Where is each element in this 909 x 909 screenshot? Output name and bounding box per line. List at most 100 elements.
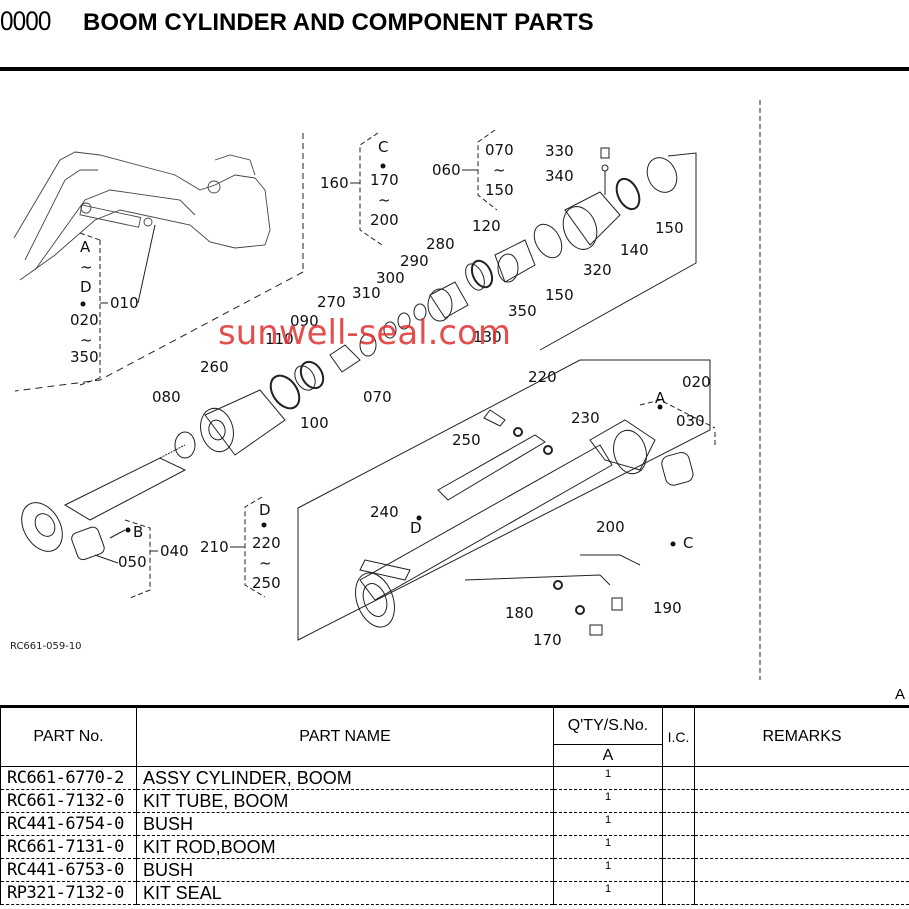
tilde-mark: ~ <box>378 191 391 209</box>
callout-280: 280 <box>426 235 455 253</box>
callout-070: 070 <box>363 388 392 406</box>
ref-letter-a: A <box>655 389 666 407</box>
part-ic <box>662 835 695 859</box>
header-ic: I.C. <box>662 705 695 767</box>
callout-190: 190 <box>653 599 682 617</box>
table-row[interactable]: RC441-6754-0 BUSH 1 <box>0 812 909 836</box>
rod-cover-illustration <box>200 389 286 456</box>
part-number: RC661-7131-0 <box>0 835 137 859</box>
tilde-mark: ~ <box>493 161 506 179</box>
part-name: BUSH <box>136 858 554 882</box>
part-name: KIT ROD,BOOM <box>136 835 554 859</box>
part-number: RC661-7132-0 <box>0 789 137 813</box>
part-quantity: 1 <box>553 812 663 836</box>
callout-290: 290 <box>400 252 429 270</box>
tilde-mark: ~ <box>259 554 272 572</box>
callout-130: 130 <box>473 328 502 346</box>
callout-120: 120 <box>472 217 501 235</box>
callout-150: 150 <box>545 286 574 304</box>
part-remarks <box>694 881 909 905</box>
callout-080: 080 <box>152 388 181 406</box>
table-row[interactable]: RC661-6770-2 ASSY CYLINDER, BOOM 1 <box>0 766 909 790</box>
callout-090: 090 <box>290 312 319 330</box>
ref-letter-c: C <box>683 534 693 552</box>
part-remarks <box>694 766 909 790</box>
part-name: ASSY CYLINDER, BOOM <box>136 766 554 790</box>
callout-270: 270 <box>317 293 346 311</box>
part-number: RC441-6754-0 <box>0 812 137 836</box>
callout-200: 200 <box>596 518 625 536</box>
header-part-no: PART No. <box>0 705 137 767</box>
part-quantity: 1 <box>553 789 663 813</box>
callout-170: 170 <box>533 631 562 649</box>
page-marker: A <box>895 686 906 703</box>
callout-050: 050 <box>118 553 147 571</box>
callout-250: 250 <box>252 574 281 592</box>
callout-210: 210 <box>200 538 229 556</box>
callout-310: 310 <box>352 284 381 302</box>
part-remarks <box>694 835 909 859</box>
part-ic <box>662 812 695 836</box>
callout-340: 340 <box>545 167 574 185</box>
table-row[interactable]: RC661-7131-0 KIT ROD,BOOM 1 <box>0 835 909 859</box>
diagram-drawing: 010 A ~ D 020 ~ 350 160 C 170 ~ 200 060 … <box>13 100 761 680</box>
page-title: BOOM CYLINDER AND COMPONENT PARTS <box>83 9 594 36</box>
table-row[interactable]: RC441-6753-0 BUSH 1 <box>0 858 909 882</box>
callout-030: 030 <box>676 412 705 430</box>
part-remarks <box>694 789 909 813</box>
part-quantity: 1 <box>553 766 663 790</box>
section-code: 0000 <box>0 6 51 36</box>
part-ic <box>662 858 695 882</box>
header-divider <box>0 67 909 71</box>
callout-010: 010 <box>110 294 139 312</box>
part-number: RC661-6770-2 <box>0 766 137 790</box>
part-ic <box>662 789 695 813</box>
callout-200: 200 <box>370 211 399 229</box>
callout-250: 250 <box>452 431 481 449</box>
boom-illustration <box>13 151 271 281</box>
ref-letter-d: D <box>259 501 271 519</box>
callout-240: 240 <box>370 503 399 521</box>
ref-letter-d: D <box>410 519 422 537</box>
table-row[interactable]: RC661-7132-0 KIT TUBE, BOOM 1 <box>0 789 909 813</box>
header-part-name: PART NAME <box>136 705 554 767</box>
piston-rod-illustration <box>21 431 196 561</box>
part-ic <box>662 881 695 905</box>
watermark-text: sunwell-seal.com <box>218 313 512 353</box>
callout-040: 040 <box>160 542 189 560</box>
part-number: RC441-6753-0 <box>0 858 137 882</box>
callout-180: 180 <box>505 604 534 622</box>
callout-230: 230 <box>571 409 600 427</box>
exploded-parts-diagram: 010 A ~ D 020 ~ 350 160 C 170 ~ 200 060 … <box>0 80 909 680</box>
callout-300: 300 <box>376 269 405 287</box>
ref-letter-c: C <box>378 138 388 156</box>
callout-320: 320 <box>583 261 612 279</box>
callout-260: 260 <box>200 358 229 376</box>
part-quantity: 1 <box>553 835 663 859</box>
callout-070: 070 <box>485 141 514 159</box>
part-ic <box>662 766 695 790</box>
callout-160: 160 <box>320 174 349 192</box>
callout-220: 220 <box>528 368 557 386</box>
ref-letter-a: A <box>80 238 91 256</box>
tilde-mark: ~ <box>80 331 93 349</box>
callout-140: 140 <box>620 241 649 259</box>
header-remarks: REMARKS <box>694 705 909 767</box>
part-name: KIT TUBE, BOOM <box>136 789 554 813</box>
table-row[interactable]: RP321-7132-0 KIT SEAL 1 <box>0 881 909 905</box>
callout-170: 170 <box>370 171 399 189</box>
callout-350: 350 <box>70 348 99 366</box>
part-remarks <box>694 812 909 836</box>
part-remarks <box>694 858 909 882</box>
callout-110: 110 <box>265 330 294 348</box>
part-name: KIT SEAL <box>136 881 554 905</box>
part-name: BUSH <box>136 812 554 836</box>
callout-100: 100 <box>300 414 329 432</box>
callout-020: 020 <box>682 373 711 391</box>
callout-220: 220 <box>252 534 281 552</box>
callout-350: 350 <box>508 302 537 320</box>
page-header: 0000 BOOM CYLINDER AND COMPONENT PARTS <box>0 0 909 72</box>
figure-reference: RC661-059-10 <box>10 641 82 652</box>
cylinder-tube-illustration <box>355 419 694 628</box>
part-quantity: 1 <box>553 858 663 882</box>
